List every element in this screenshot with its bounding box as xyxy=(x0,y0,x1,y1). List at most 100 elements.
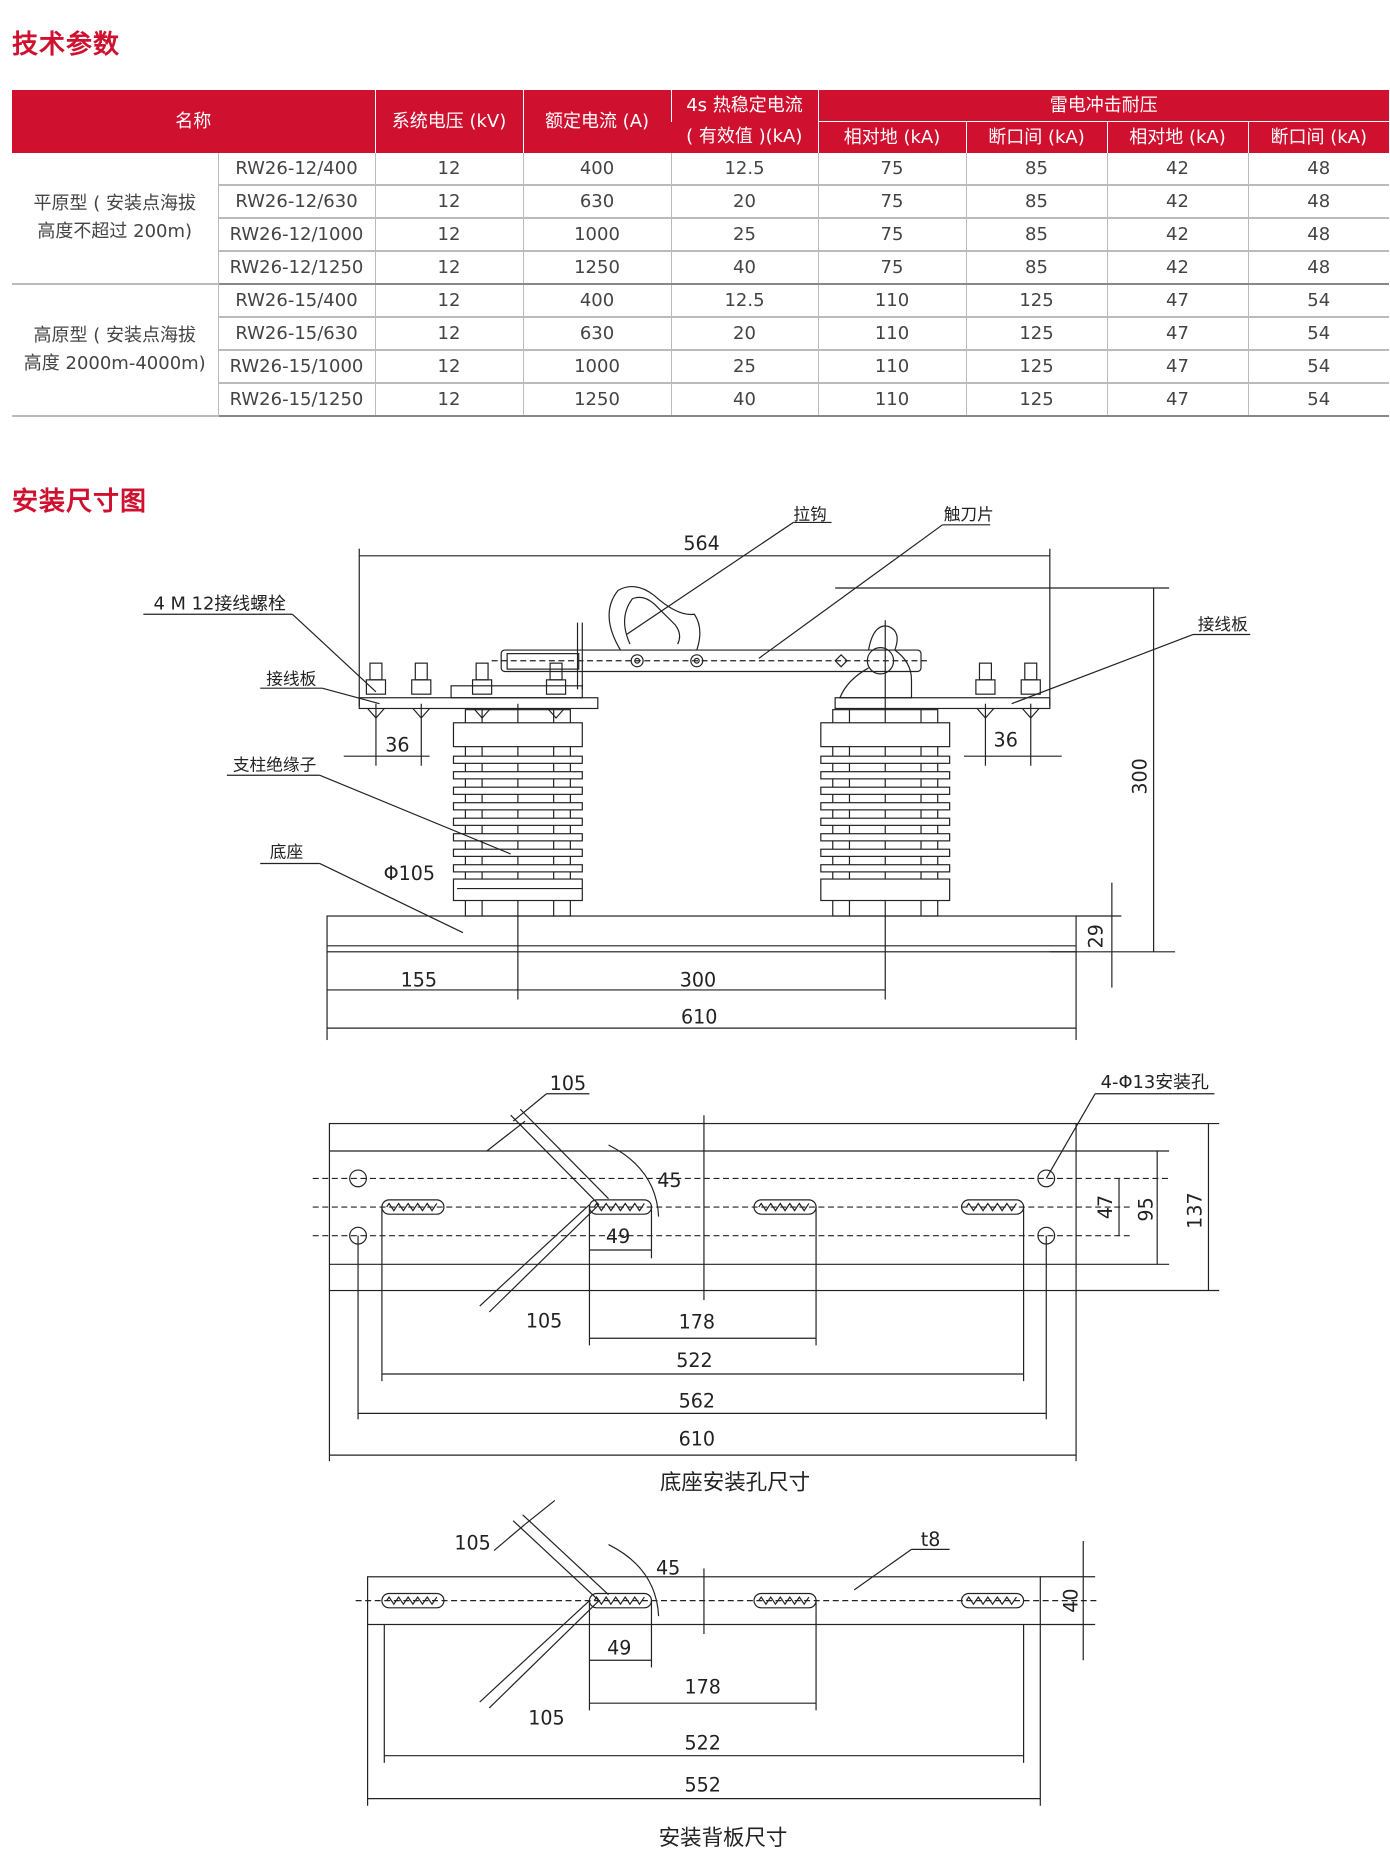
dim-178: 178 xyxy=(679,1312,715,1334)
model-cell: RW26-15/1250 xyxy=(217,383,375,417)
value-cell: 25 xyxy=(670,350,818,384)
value-cell: 40 xyxy=(670,383,818,417)
value-cell: 110 xyxy=(817,383,966,417)
group-label: 平原型 ( 安装点海拔高度不超过 200m) xyxy=(12,153,218,285)
value-cell: 125 xyxy=(965,317,1107,351)
value-cell: 47 xyxy=(1106,284,1248,318)
header-across-gap-1: 断口间 (kA) xyxy=(965,121,1107,153)
label-pull-hook: 拉钩 xyxy=(793,505,826,524)
dim-610: 610 xyxy=(681,1006,717,1028)
dim-610-base: 610 xyxy=(679,1429,715,1451)
insulator-left xyxy=(452,709,583,917)
group-label-line1: 平原型 ( 安装点海拔 xyxy=(33,193,196,214)
header-name: 名称 xyxy=(12,90,375,153)
section-title-install-dims: 安装尺寸图 xyxy=(12,487,148,517)
dim-105-top: 105 xyxy=(550,1073,586,1095)
base-plan-labels: 105 45 49 105 178 522 562 610 4-Φ13安装孔 4… xyxy=(526,1072,1209,1496)
dim-height-300: 300 xyxy=(1129,758,1151,794)
header-thermal: 4s 热稳定电流 xyxy=(670,90,818,122)
value-cell: 48 xyxy=(1247,153,1389,186)
dim-pole-300: 300 xyxy=(680,969,716,991)
value-cell: 48 xyxy=(1247,218,1389,252)
spec-table: 名称 系统电压 (kV) 额定电流 (A) 4s 热稳定电流 雷电冲击耐压 ( … xyxy=(12,90,1390,417)
dim-564: 564 xyxy=(683,533,719,555)
dim-36-left: 36 xyxy=(385,734,409,756)
value-cell: 75 xyxy=(817,185,966,219)
front-view-drawing xyxy=(143,521,1251,1041)
dim-45: 45 xyxy=(657,1170,681,1192)
dim-49-back: 49 xyxy=(607,1637,631,1659)
value-cell: 12 xyxy=(374,218,523,252)
value-cell: 75 xyxy=(817,153,966,186)
insulator-right xyxy=(820,709,951,917)
value-cell: 42 xyxy=(1106,218,1248,252)
value-cell: 12 xyxy=(374,317,523,351)
dim-45-back: 45 xyxy=(656,1557,680,1579)
front-view-labels: 拉钩 触刀片 4 M 12接线螺栓 接线板 接线板 支柱绝缘子 底座 564 3… xyxy=(153,505,1248,1028)
caption-base-holes: 底座安装孔尺寸 xyxy=(660,1471,810,1496)
value-cell: 12 xyxy=(374,185,523,219)
value-cell: 125 xyxy=(965,284,1107,318)
label-base: 底座 xyxy=(270,843,303,862)
model-cell: RW26-12/400 xyxy=(217,153,375,186)
value-cell: 12 xyxy=(374,383,523,417)
value-cell: 47 xyxy=(1106,317,1248,351)
group-label-line1: 高原型 ( 安装点海拔 xyxy=(33,325,196,346)
value-cell: 20 xyxy=(670,317,818,351)
header-current: 额定电流 (A) xyxy=(522,90,671,153)
dim-47: 47 xyxy=(1095,1195,1117,1219)
model-cell: RW26-12/1250 xyxy=(217,251,375,285)
value-cell: 12 xyxy=(374,153,523,186)
backplate-labels: 105 45 t8 49 178 105 522 552 40 安装背板尺寸 xyxy=(454,1529,1082,1851)
value-cell: 25 xyxy=(670,218,818,252)
value-cell: 42 xyxy=(1106,185,1248,219)
dim-552: 552 xyxy=(685,1774,721,1796)
label-terminal-left: 接线板 xyxy=(266,670,316,689)
value-cell: 110 xyxy=(817,350,966,384)
value-cell: 40 xyxy=(670,251,818,285)
value-cell: 75 xyxy=(817,218,966,252)
dim-155: 155 xyxy=(401,969,437,991)
dim-522-back: 522 xyxy=(685,1733,721,1755)
dim-562: 562 xyxy=(679,1390,715,1412)
value-cell: 42 xyxy=(1106,153,1248,186)
header-phase-ground-2: 相对地 (kA) xyxy=(1106,121,1248,153)
terminal-bolts xyxy=(365,662,1041,719)
value-cell: 47 xyxy=(1106,383,1248,417)
dim-phi105: Φ105 xyxy=(384,863,435,885)
value-cell: 54 xyxy=(1247,284,1389,318)
group-label: 高原型 ( 安装点海拔高度 2000m-4000m) xyxy=(12,284,218,417)
group-label-line2: 高度 2000m-4000m) xyxy=(23,353,206,374)
value-cell: 630 xyxy=(522,185,671,219)
value-cell: 12 xyxy=(374,284,523,318)
value-cell: 48 xyxy=(1247,251,1389,285)
label-terminal-right: 接线板 xyxy=(1198,615,1248,634)
header-voltage: 系统电压 (kV) xyxy=(374,90,523,153)
value-cell: 400 xyxy=(522,153,671,186)
base-plan-drawing xyxy=(312,1093,1220,1462)
value-cell: 12.5 xyxy=(670,284,818,318)
value-cell: 110 xyxy=(817,317,966,351)
value-cell: 42 xyxy=(1106,251,1248,285)
value-cell: 85 xyxy=(965,251,1107,285)
value-cell: 1250 xyxy=(522,383,671,417)
value-cell: 1250 xyxy=(522,251,671,285)
value-cell: 110 xyxy=(817,284,966,318)
header-thermal-sub: ( 有效值 )(kA) xyxy=(671,121,818,153)
value-cell: 85 xyxy=(965,185,1107,219)
dim-522: 522 xyxy=(676,1350,712,1372)
mounting-slots xyxy=(381,1199,1025,1215)
header-impulse: 雷电冲击耐压 xyxy=(817,90,1389,122)
value-cell: 85 xyxy=(965,218,1107,252)
header-across-gap-2: 断口间 (kA) xyxy=(1247,121,1389,153)
value-cell: 1000 xyxy=(522,350,671,384)
dim-36-right: 36 xyxy=(994,730,1018,752)
value-cell: 12 xyxy=(374,350,523,384)
model-cell: RW26-12/1000 xyxy=(217,218,375,252)
model-cell: RW26-15/630 xyxy=(217,317,375,351)
value-cell: 75 xyxy=(817,251,966,285)
